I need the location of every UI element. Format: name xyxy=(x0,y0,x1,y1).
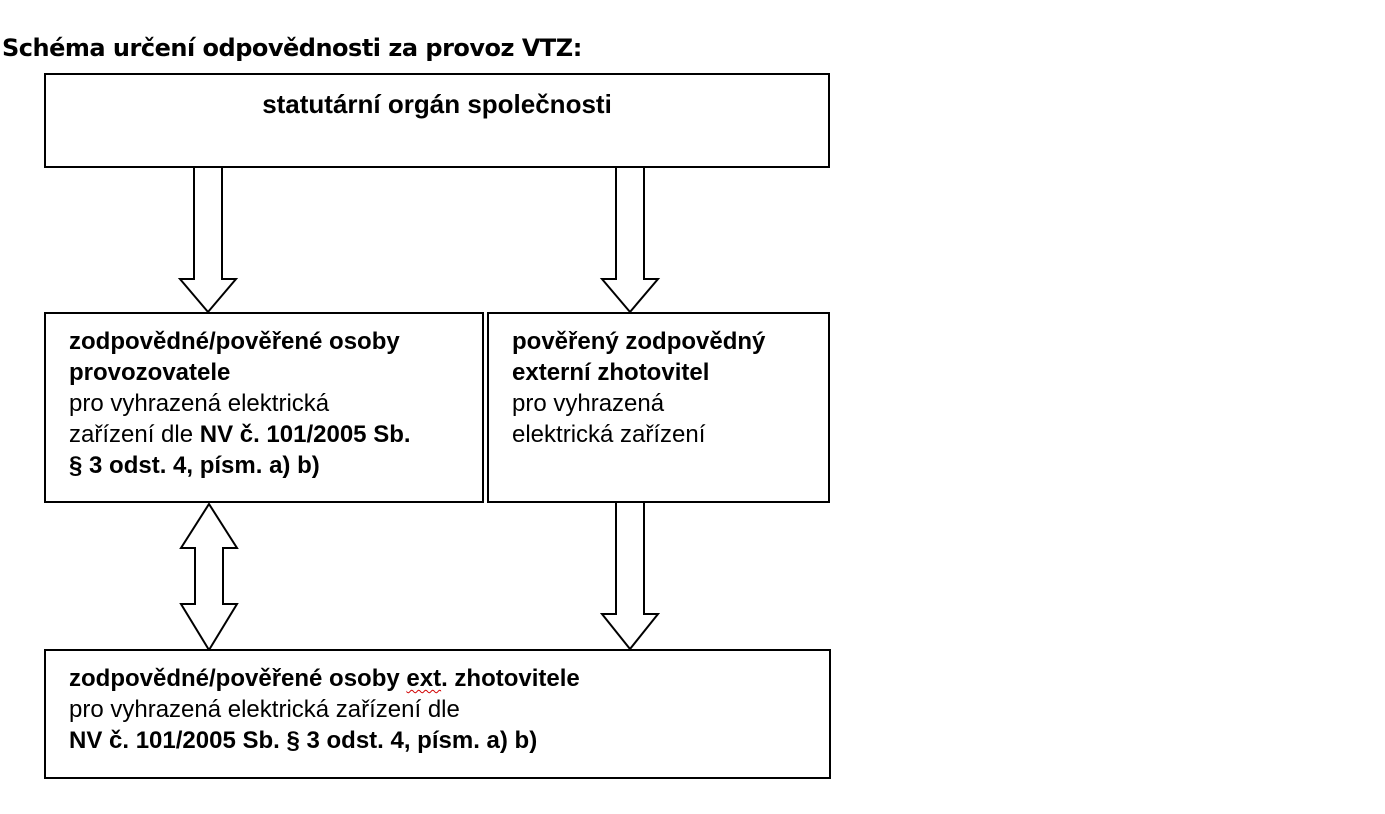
contractor-persons-text: zodpovědné/pověřené osoby ext. zhotovite… xyxy=(69,663,580,756)
operator-persons-title-line2: provozovatele xyxy=(69,359,231,386)
operator-persons-paragraph: § 3 odst. 4, písm. a) b) xyxy=(69,452,320,479)
contractor-persons-regulation: NV č. 101/2005 Sb. § 3 odst. 4, písm. a)… xyxy=(69,727,538,754)
statutory-body-title: statutární orgán společnosti xyxy=(262,89,612,119)
operator-persons-desc-line2: zařízení dle NV č. 101/2005 Sb. xyxy=(69,419,411,450)
external-contractor-box: pověřený zodpovědný externí zhotovitel p… xyxy=(487,312,830,503)
operator-persons-desc-line1: pro vyhrazená elektrická xyxy=(69,390,330,417)
operator-persons-box: zodpovědné/pověřené osoby provozovatele … xyxy=(44,312,484,503)
statutory-body-box: statutární orgán společnosti xyxy=(44,73,830,168)
operator-persons-text: zodpovědné/pověřené osoby provozovatele … xyxy=(69,326,411,481)
arrow-down-right xyxy=(599,168,661,314)
contractor-persons-title: zodpovědné/pověřené osoby ext. zhotovite… xyxy=(69,663,580,694)
external-contractor-title-line1: pověřený zodpovědný xyxy=(512,328,766,355)
operator-persons-regulation: NV č. 101/2005 Sb. xyxy=(199,421,411,448)
external-contractor-text: pověřený zodpovědný externí zhotovitel p… xyxy=(512,326,765,450)
operator-persons-desc-prefix: zařízení dle xyxy=(69,421,200,448)
contractor-persons-title-prefix: zodpovědné/pověřené osoby xyxy=(69,665,407,692)
arrow-down-lower-right xyxy=(599,503,661,651)
contractor-persons-desc: pro vyhrazená elektrická zařízení dle xyxy=(69,696,460,723)
external-contractor-desc-line1: pro vyhrazená xyxy=(512,390,665,417)
contractor-persons-title-suffix: . zhotovitele xyxy=(441,665,580,692)
operator-persons-title-line1: zodpovědné/pověřené osoby xyxy=(69,328,400,355)
diagram-heading: Schéma určení odpovědnosti za provoz VTZ… xyxy=(2,34,582,62)
contractor-persons-box: zodpovědné/pověřené osoby ext. zhotovite… xyxy=(44,649,831,779)
external-contractor-desc-line2: elektrická zařízení xyxy=(512,421,706,448)
external-contractor-title-line2: externí zhotovitel xyxy=(512,359,710,386)
arrow-bidirectional-left xyxy=(179,502,239,652)
arrow-down-left xyxy=(177,168,239,314)
spellcheck-flagged-word: ext xyxy=(406,665,442,692)
